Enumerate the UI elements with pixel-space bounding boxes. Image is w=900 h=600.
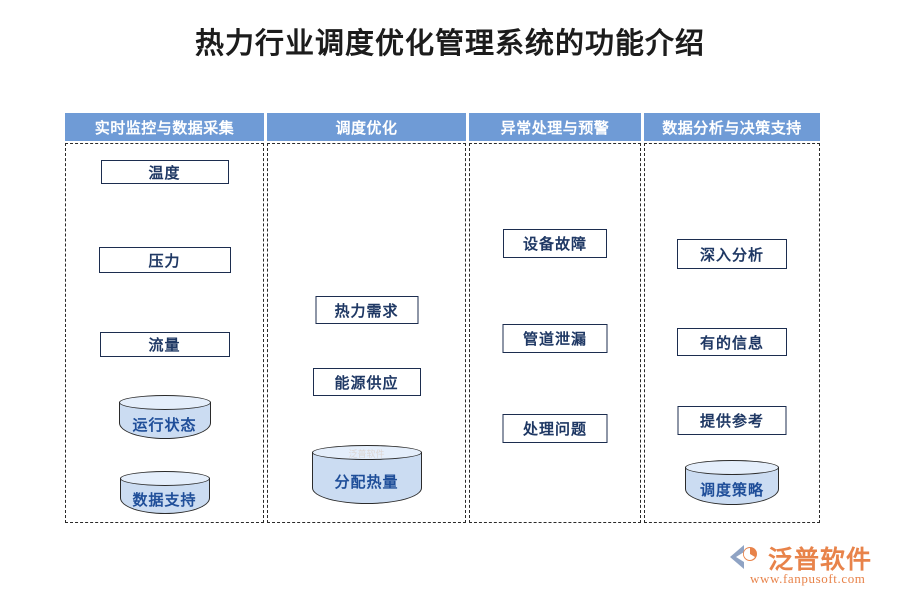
node-box[interactable]: 处理问题 — [502, 414, 608, 443]
brand-name: 泛普软件 — [768, 547, 873, 574]
node-box[interactable]: 温度 — [100, 160, 229, 184]
node-box[interactable]: 能源供应 — [312, 368, 421, 396]
cylinder-label: 调度策略 — [699, 483, 764, 499]
column-header-4[interactable]: 数据分析与决策支持 — [644, 113, 820, 141]
column-header-3[interactable]: 异常处理与预警 — [469, 113, 641, 141]
node-box[interactable]: 深入分析 — [677, 239, 787, 269]
node-box[interactable]: 设备故障 — [503, 229, 607, 258]
brand-logo: 泛普软件 www.fanpusoft.com — [726, 538, 886, 590]
column-panel-row: 温度压力流量运行状态数据支持热力需求能源供应泛普软件分配热量设备故障管道泄漏处理… — [65, 143, 820, 523]
column-panel-3: 设备故障管道泄漏处理问题 — [469, 143, 641, 523]
cylinder-top-ellipse — [119, 471, 210, 486]
column-header-row: 实时监控与数据采集调度优化异常处理与预警数据分析与决策支持 — [65, 113, 820, 141]
page-title: 热力行业调度优化管理系统的功能介绍 — [194, 28, 705, 60]
node-cylinder[interactable]: 泛普软件分配热量 — [311, 445, 422, 504]
column-panel-4: 深入分析有的信息提供参考调度策略 — [644, 143, 820, 523]
cylinder-top-ellipse — [685, 460, 779, 475]
node-box[interactable]: 热力需求 — [315, 296, 418, 324]
node-box[interactable]: 提供参考 — [677, 406, 787, 435]
fanpu-logo-icon — [730, 545, 757, 569]
cylinder-top-ellipse — [311, 445, 422, 460]
node-box[interactable]: 流量 — [99, 332, 230, 357]
column-panel-2: 热力需求能源供应泛普软件分配热量 — [267, 143, 466, 523]
cylinder-label: 数据支持 — [132, 493, 197, 509]
cylinder-label: 分配热量 — [334, 475, 399, 491]
column-header-2[interactable]: 调度优化 — [267, 113, 466, 141]
cylinder-label: 运行状态 — [132, 417, 197, 434]
column-panel-1: 温度压力流量运行状态数据支持 — [65, 143, 264, 523]
node-cylinder[interactable]: 运行状态 — [118, 395, 211, 439]
brand-url: www.fanpusoft.com — [750, 571, 866, 586]
cylinder-top-ellipse — [118, 395, 211, 410]
node-box[interactable]: 有的信息 — [677, 328, 787, 356]
node-box[interactable]: 压力 — [98, 247, 231, 273]
node-box[interactable]: 管道泄漏 — [502, 324, 608, 353]
cylinder-body — [311, 452, 422, 504]
node-cylinder[interactable]: 调度策略 — [685, 460, 779, 505]
column-header-1[interactable]: 实时监控与数据采集 — [65, 113, 264, 141]
node-cylinder[interactable]: 数据支持 — [119, 471, 210, 514]
